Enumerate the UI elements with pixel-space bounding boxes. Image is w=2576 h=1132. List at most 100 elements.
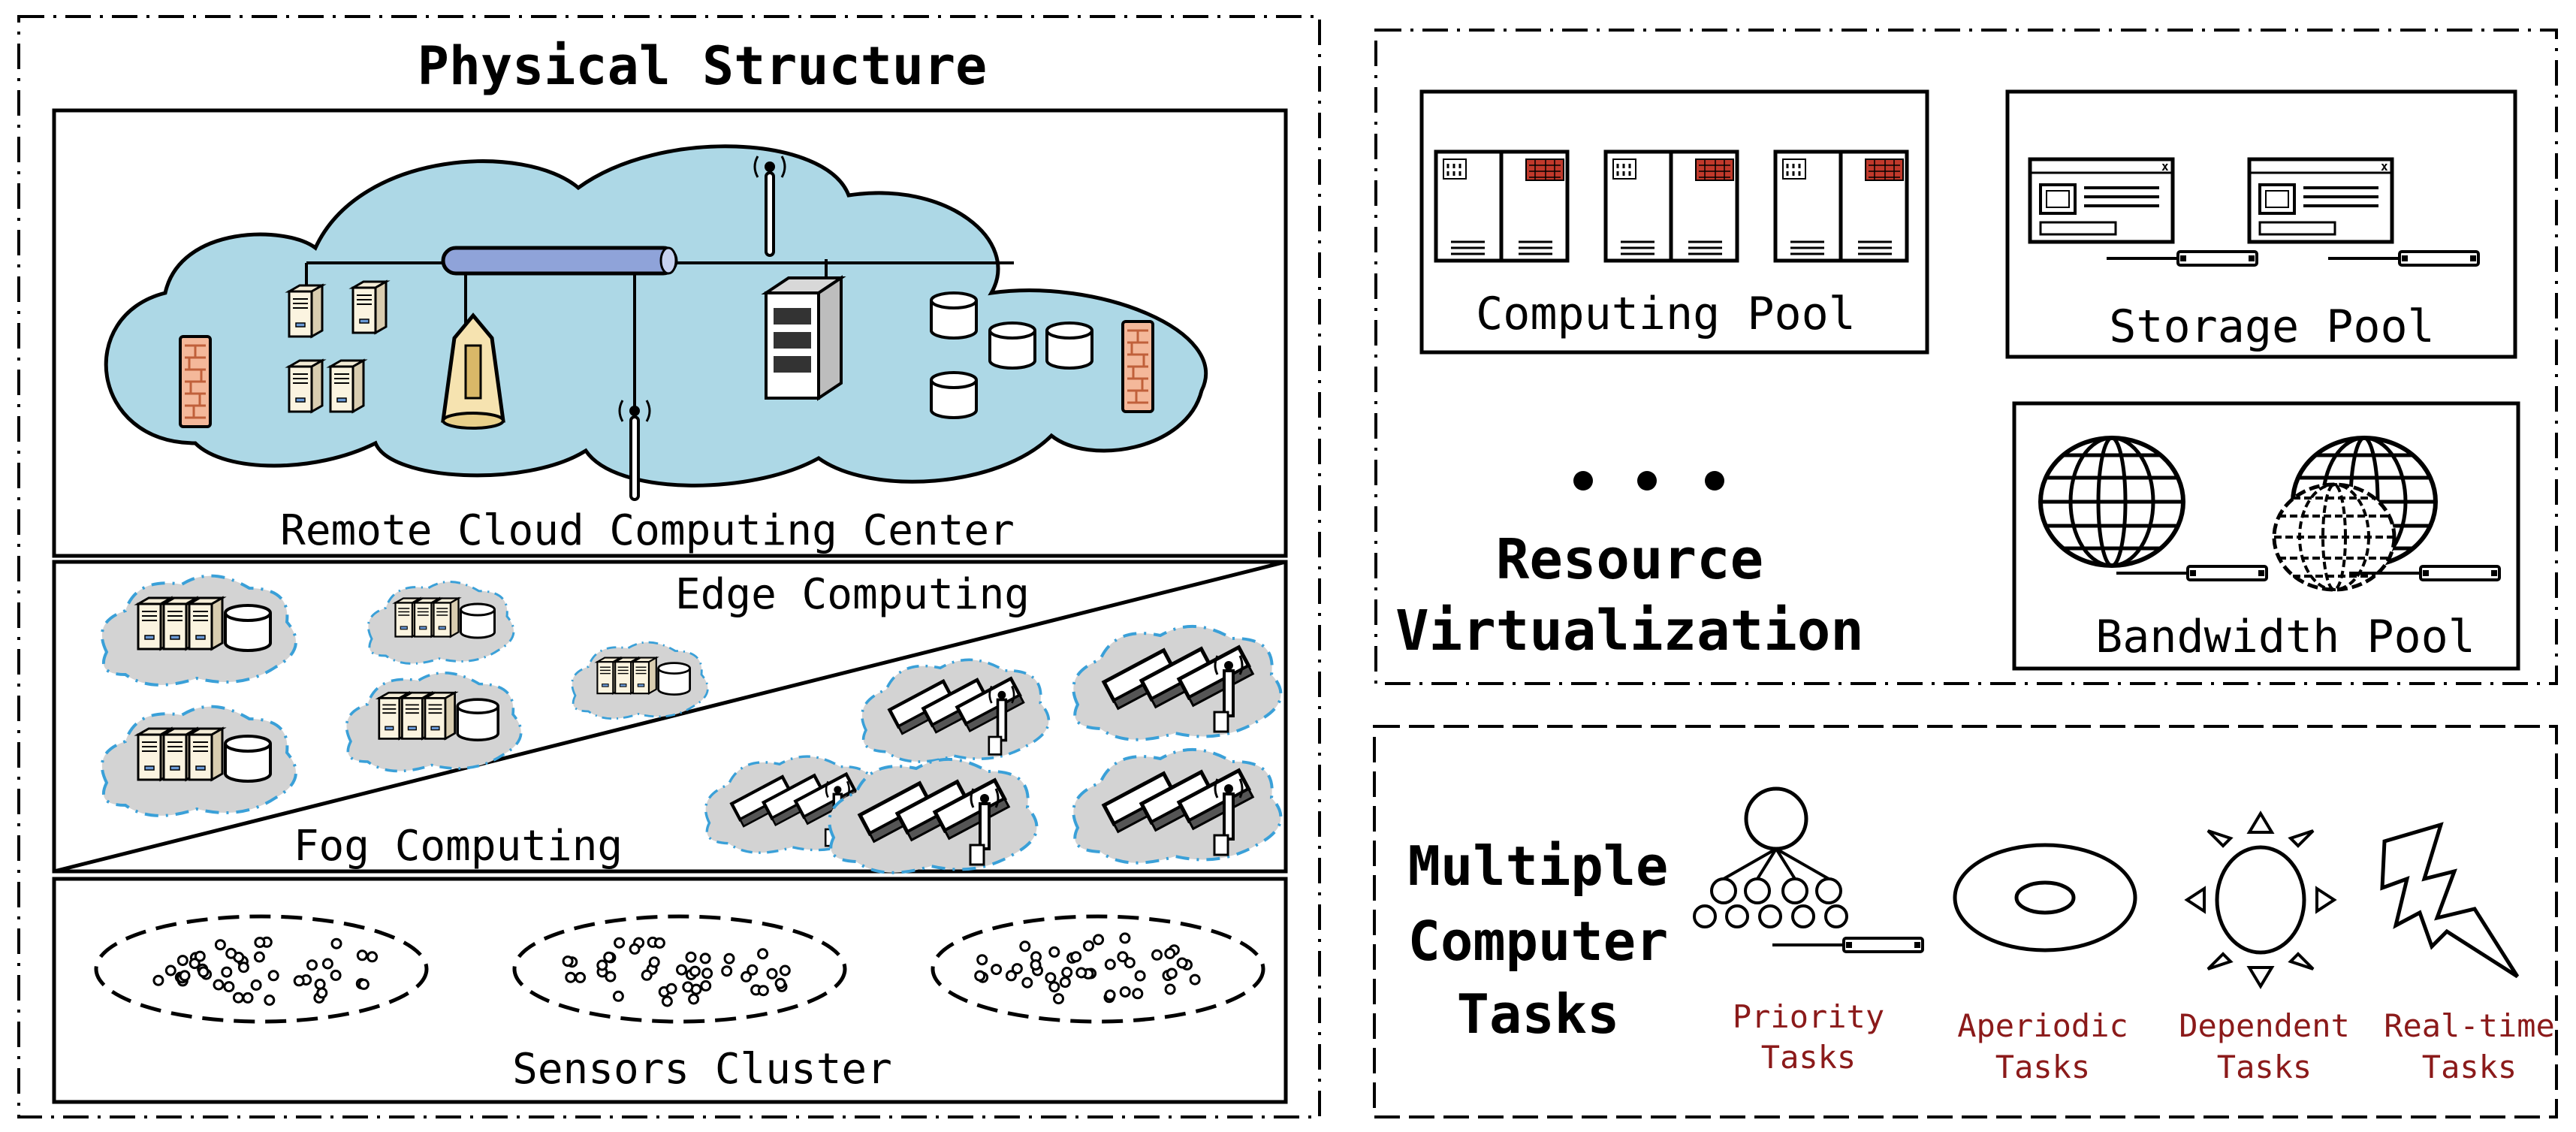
- storage-window-icon-2: [2249, 159, 2392, 242]
- sensor-dot: [214, 939, 226, 951]
- sensor-dot: [1083, 940, 1094, 952]
- sensor-dot: [1134, 970, 1146, 982]
- firewall-icon-left: [179, 335, 212, 428]
- computing-rack-icon-2: [1606, 152, 1737, 261]
- sensor-dot: [661, 995, 673, 1007]
- sensor-dot: [1048, 946, 1060, 958]
- sensor-dot: [1021, 977, 1033, 989]
- sensor-dot: [747, 964, 759, 976]
- sensor-dot: [1104, 989, 1116, 1001]
- sensor-dot: [685, 951, 697, 963]
- computing-pool-label: Computing Pool: [1476, 288, 1856, 340]
- cloud-computing-section: Remote Cloud Computing Center: [52, 108, 1288, 558]
- sensor-dot: [991, 964, 1003, 976]
- sensor-dot: [1030, 959, 1042, 971]
- sensor-dot: [1093, 934, 1105, 946]
- sensor-dot: [176, 955, 189, 967]
- cell-tower-icon: [441, 312, 505, 430]
- tasks-title-line1: Multiple: [1408, 835, 1669, 898]
- sensor-dot: [223, 981, 235, 993]
- sensor-dot: [689, 965, 701, 977]
- sensor-dot: [757, 948, 769, 960]
- server-icon-2: [351, 280, 388, 334]
- sensor-dot: [976, 954, 988, 966]
- sensor-dot: [575, 971, 587, 983]
- realtime-label-line1: Real-time: [2384, 1007, 2555, 1044]
- sensor-dot: [723, 952, 735, 964]
- sensor-dot: [366, 951, 379, 963]
- bandwidth-pool: Bandwidth Pool: [2012, 401, 2520, 671]
- server-icon-1: [288, 284, 324, 338]
- sensor-dot: [766, 967, 778, 980]
- sensor-dot: [1011, 963, 1023, 975]
- aperiodic-label-line2: Tasks: [1995, 1049, 2090, 1085]
- sensor-dot: [641, 969, 653, 981]
- bandwidth-pool-label: Bandwidth Pool: [2095, 611, 2475, 663]
- sensor-dot: [1019, 940, 1031, 952]
- sensor-dot: [665, 983, 677, 995]
- sensor-dot: [629, 943, 641, 955]
- sensor-dot: [250, 979, 262, 991]
- sensor-dot: [1164, 947, 1176, 959]
- sensor-dot: [330, 969, 342, 981]
- firewall-icon-right: [1121, 320, 1154, 413]
- edge-computing-label: Edge Computing: [675, 570, 1030, 619]
- dependent-tasks-icon: [2184, 811, 2337, 989]
- sensor-dot: [1119, 932, 1131, 944]
- sensor-dot: [1104, 958, 1116, 971]
- sensor-dot: [1070, 951, 1082, 963]
- sensor-dot: [198, 966, 210, 978]
- dependent-label-line1: Dependent: [2179, 1007, 2350, 1044]
- sensor-dot: [1045, 972, 1057, 984]
- sensor-dot: [774, 977, 786, 989]
- sensor-dot: [721, 965, 733, 977]
- sensor-dot: [152, 974, 164, 986]
- sensors-label: Sensors Cluster: [512, 1045, 892, 1094]
- sensor-dot: [356, 949, 368, 961]
- cloud-section-label: Remote Cloud Computing Center: [280, 506, 1015, 555]
- computing-rack-icon-3: [1775, 152, 1907, 261]
- sensor-dot: [688, 993, 700, 1005]
- sensor-dot: [1176, 957, 1188, 969]
- sensor-cluster-3: [931, 914, 1265, 1024]
- sensor-dot: [1061, 967, 1073, 978]
- sensor-dot: [254, 937, 266, 949]
- sensor-dot: [330, 937, 342, 949]
- sensor-dot: [1005, 970, 1017, 982]
- priority-tasks-icon: [1693, 786, 1848, 928]
- database-icon-2: [988, 321, 1036, 370]
- globe-icon-1: [2041, 438, 2183, 566]
- sensor-dot: [1075, 967, 1087, 979]
- sensor-dot: [565, 971, 577, 983]
- sensor-cluster-2: [512, 914, 847, 1024]
- storage-window-icon-1: [2030, 159, 2173, 242]
- aperiodic-label-line1: Aperiodic: [1957, 1007, 2128, 1044]
- sensor-dot: [700, 980, 712, 992]
- sensor-dot: [1132, 988, 1144, 1000]
- physical-structure-title: Physical Structure: [418, 35, 988, 97]
- network-bus-icon: [305, 199, 1014, 417]
- sensor-dot: [1117, 951, 1129, 963]
- sensor-dot: [316, 987, 328, 999]
- sensor-dot: [603, 951, 615, 963]
- storage-pool-label: Storage Pool: [2109, 300, 2434, 353]
- fog-computing-label: Fog Computing: [294, 822, 623, 871]
- edge-fog-section: Edge Computing Fog Computing: [52, 560, 1288, 873]
- sensor-dot: [779, 964, 791, 977]
- sensor-dot: [164, 964, 176, 977]
- sensor-dot: [699, 952, 711, 964]
- computing-pool: Computing Pool: [1419, 89, 1929, 355]
- sensor-dot: [1189, 974, 1201, 986]
- sensor-dot: [264, 995, 276, 1006]
- realtime-label-line2: Tasks: [2422, 1049, 2517, 1085]
- tasks-title-line3: Tasks: [1457, 983, 1620, 1046]
- tasks-panel: Multiple Computer Tasks Priority Tasks A…: [1373, 725, 2558, 1118]
- sensor-dot: [1166, 967, 1178, 980]
- sensor-dot: [648, 956, 660, 968]
- sensor-dot: [225, 947, 237, 959]
- sensor-dot: [293, 975, 305, 987]
- database-icon-4: [930, 371, 978, 419]
- physical-structure-panel: Physical Structure: [17, 15, 1321, 1118]
- dependent-label-line2: Tasks: [2217, 1049, 2312, 1085]
